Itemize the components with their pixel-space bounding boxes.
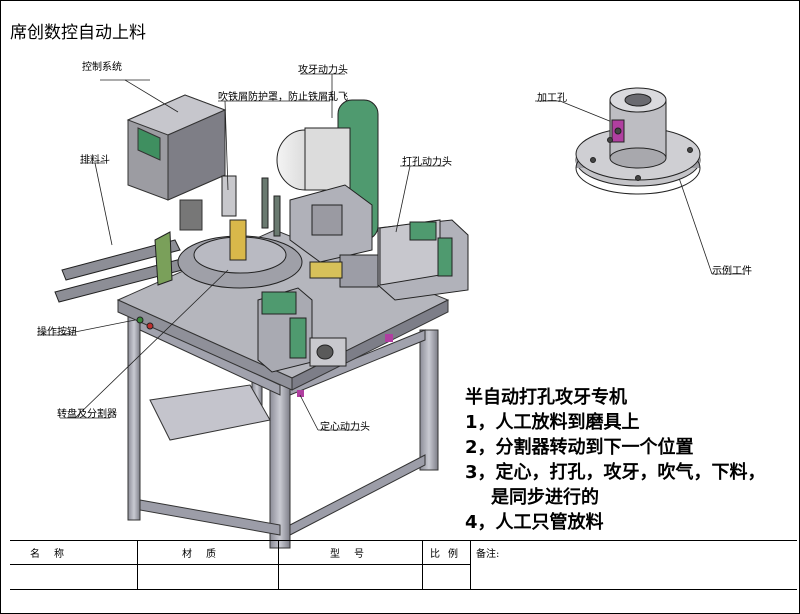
title-block-scale: 比例	[430, 549, 466, 560]
step-3-continued: 是同步进行的	[491, 487, 599, 508]
callout-drilling-head: 打孔动力头	[402, 157, 452, 168]
title-block-name: 名称	[30, 549, 78, 560]
lower-shelf	[149, 384, 271, 441]
turntable-hub	[229, 219, 247, 261]
control-box	[126, 94, 227, 231]
step-2: 2，分割器转动到下一个位置	[465, 437, 694, 458]
process-description: 半自动打孔攻牙专机 1，人工放料到磨具上 2，分割器转动到下一个位置 3，定心，…	[465, 385, 766, 535]
leader-lines	[37, 73, 745, 431]
step-1: 1，人工放料到磨具上	[465, 412, 640, 433]
step-3: 3，定心，打孔，攻牙，吹气，下料，	[465, 462, 766, 483]
title-block-model: 型号	[330, 549, 378, 560]
callout-turntable-indexer: 转盘及分割器	[57, 409, 117, 420]
chute-upper	[61, 239, 181, 281]
callout-operation-button: 操作按钮	[37, 327, 77, 338]
lower-brace-right	[289, 454, 426, 536]
upper-brace-right	[289, 329, 426, 396]
callout-discharge-chute: 排料斗	[80, 155, 110, 166]
spindle-2	[273, 195, 281, 237]
chute-bracket	[154, 231, 173, 286]
marker-front	[297, 390, 304, 397]
lower-brace-left	[139, 499, 281, 536]
callout-machining-hole: 加工孔	[537, 93, 567, 104]
callout-control-system: 控制系统	[82, 62, 122, 73]
centering-power-head	[257, 287, 347, 373]
table-edge-right	[291, 299, 449, 391]
table-leg-left-front	[127, 299, 141, 521]
tapping-power-head	[276, 99, 379, 263]
spindle-1	[261, 177, 269, 229]
drawing-title: 席创数控自动上料	[10, 23, 146, 43]
callout-chip-guard: 吹铁屑防护罩，防止铁屑乱飞	[218, 92, 348, 103]
callout-tapping-head: 攻牙动力头	[298, 65, 348, 76]
step-4: 4，人工只管放料	[465, 512, 604, 533]
chip-guard	[221, 175, 237, 217]
control-box-stem	[179, 199, 203, 231]
title-block-material: 材质	[182, 549, 230, 560]
table-leg-front	[269, 379, 291, 549]
description-heading: 半自动打孔攻牙专机	[465, 387, 627, 408]
control-screen	[137, 127, 161, 161]
title-block-remarks: 备注:	[476, 549, 500, 560]
callout-sample-workpiece: 示例工件	[712, 266, 752, 277]
stop-button	[146, 322, 154, 330]
start-button	[136, 316, 144, 324]
callout-centering-head: 定心动力头	[320, 422, 370, 433]
sample-workpiece-drawing	[575, 87, 701, 195]
marker-right	[385, 334, 393, 342]
table-leg-right	[419, 329, 439, 471]
drilling-power-head	[309, 219, 469, 301]
title-block: 名称 材质 型号 比例 备注:	[10, 540, 797, 590]
